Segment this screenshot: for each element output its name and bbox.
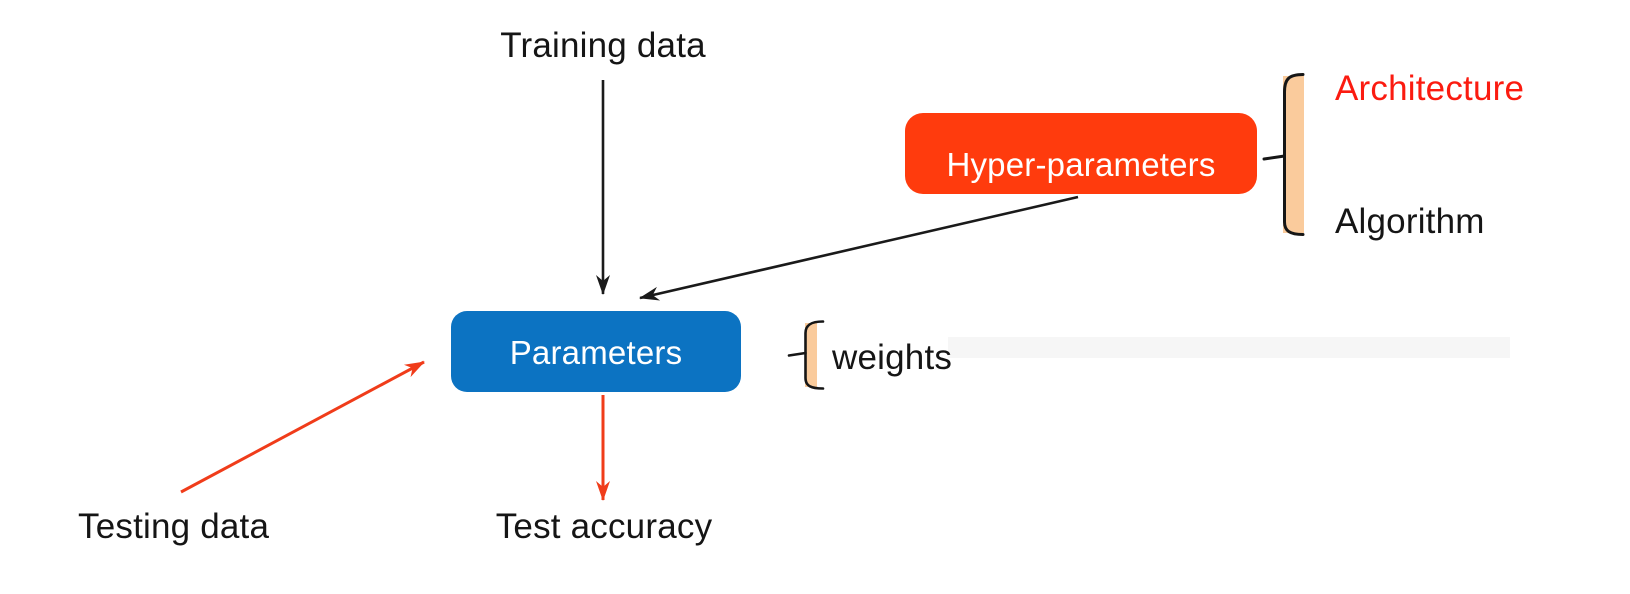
- arrow-hyper-to-parameters: [639, 195, 1079, 301]
- parameters-box: [451, 311, 741, 392]
- bracket-fill-bar: [805, 323, 817, 387]
- highlight-band: [948, 337, 1510, 358]
- test-accuracy-label: Test accuracy: [496, 507, 713, 546]
- parameters-label: Parameters: [510, 334, 683, 371]
- bracket-tick: [787, 351, 807, 357]
- architecture-label: Architecture: [1335, 69, 1524, 108]
- hyper-parameters-label: Hyper-parameters: [946, 146, 1215, 183]
- arrow-testing-to-parameters: [180, 360, 425, 494]
- bracket-tick: [1262, 154, 1286, 161]
- training-data-label: Training data: [500, 26, 706, 65]
- bracket-fill-bar: [1283, 76, 1304, 233]
- hyper-parameters-box: [905, 113, 1257, 194]
- weights-bracket: [787, 320, 825, 390]
- algorithm-label: Algorithm: [1335, 202, 1485, 241]
- bracket-outline: [804, 320, 825, 390]
- weights-label: weights: [831, 338, 952, 377]
- testing-data-label: Testing data: [78, 507, 269, 546]
- architecture-algorithm-bracket: [1262, 73, 1305, 236]
